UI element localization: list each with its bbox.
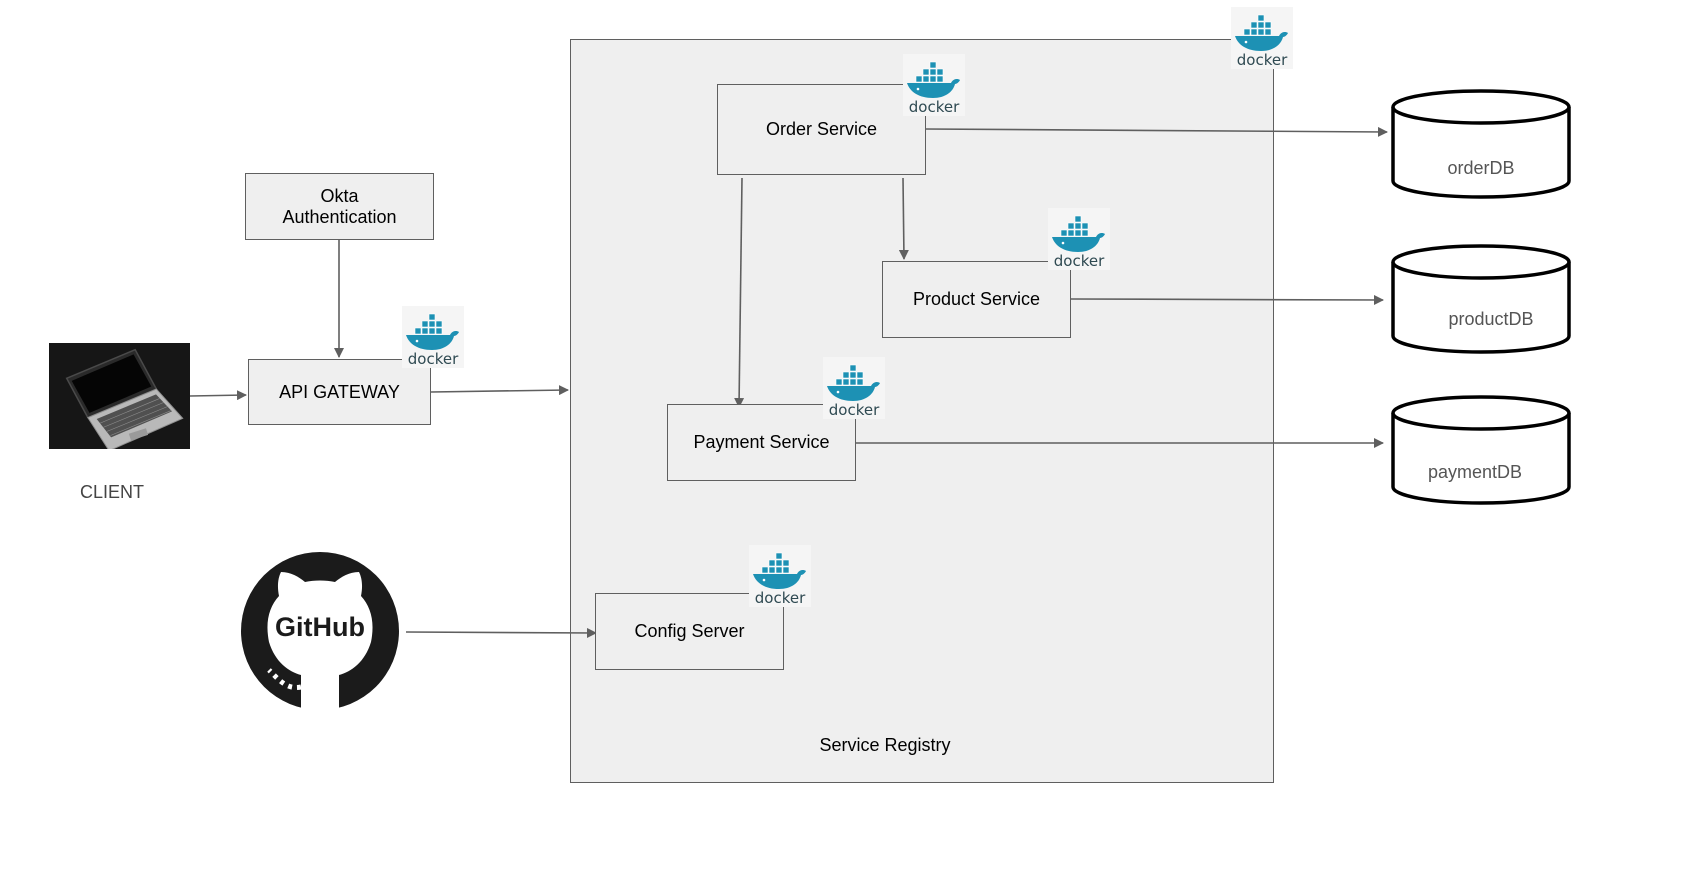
- api-gateway-label: API GATEWAY: [279, 381, 400, 402]
- docker-wordmark: docker: [755, 589, 806, 607]
- config-server-label: Config Server: [634, 621, 745, 641]
- arrow-order-to-payment: [734, 177, 745, 408]
- paymentdb-label: paymentDB: [1427, 462, 1523, 482]
- api-gateway-box: API GATEWAY: [248, 359, 431, 425]
- payment-service-label: Payment Service: [693, 432, 830, 452]
- docker-wordmark: docker: [1054, 252, 1105, 270]
- arrow-order-to-orderdb: [924, 126, 1388, 137]
- docker-icon-config: docker: [749, 545, 811, 607]
- product-service-label: Product Service: [912, 289, 1041, 309]
- docker-wordmark: docker: [408, 350, 459, 368]
- order-service-box: Order Service: [717, 84, 926, 175]
- docker-wordmark: docker: [829, 401, 880, 419]
- service-registry-label: Service Registry: [819, 735, 951, 755]
- laptop-icon: [65, 348, 184, 452]
- arrow-order-to-product: [898, 177, 909, 260]
- docker-icon-registry: docker: [1231, 7, 1293, 69]
- payment-service-box: Payment Service: [667, 404, 856, 481]
- paymentdb-cylinder: [1391, 395, 1571, 505]
- orderdb-label: orderDB: [1447, 158, 1515, 178]
- productdb-label: productDB: [1448, 309, 1534, 329]
- docker-icon-payment: docker: [823, 357, 885, 419]
- client-laptop-image: [49, 343, 190, 452]
- okta-authentication-label: Okta Authentication: [282, 185, 397, 227]
- github-text: GitHub: [275, 612, 365, 642]
- arrow-client-to-gateway: [189, 390, 247, 401]
- client-label: CLIENT: [79, 482, 144, 502]
- okta-authentication-box: Okta Authentication: [245, 173, 434, 240]
- docker-icon-order: docker: [903, 54, 965, 116]
- arrow-product-to-productdb: [1070, 294, 1384, 305]
- docker-wordmark: docker: [909, 98, 960, 116]
- arrow-gateway-to-registry: [430, 385, 569, 396]
- docker-icon-gateway: docker: [402, 306, 464, 368]
- arrow-github-to-config: [405, 627, 597, 638]
- docker-icon-product: docker: [1048, 208, 1110, 270]
- docker-wordmark: docker: [1237, 51, 1288, 69]
- github-logo: GitHub: [239, 552, 401, 710]
- productdb-cylinder: [1391, 244, 1571, 354]
- product-service-box: Product Service: [882, 261, 1071, 338]
- order-service-label: Order Service: [765, 119, 878, 139]
- orderdb-cylinder: [1391, 89, 1571, 199]
